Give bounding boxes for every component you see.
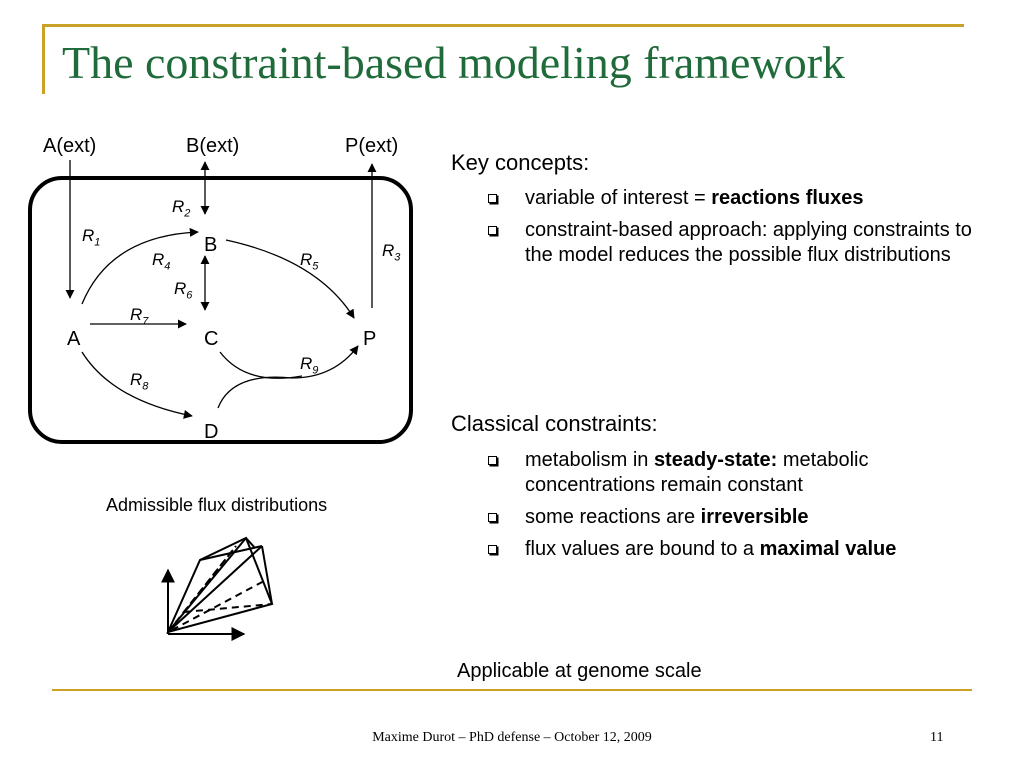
node-p-ext: P(ext) bbox=[345, 135, 399, 157]
footer-rule bbox=[52, 689, 972, 691]
page-number: 11 bbox=[930, 730, 944, 745]
reaction-label-r1: R1 bbox=[82, 226, 101, 249]
bullet-icon bbox=[488, 545, 497, 554]
classical-constraints-list: metabolism in steady-state: metabolic co… bbox=[488, 448, 978, 569]
reaction-label-r2: R2 bbox=[172, 197, 191, 220]
edge-r9-d bbox=[217, 345, 359, 409]
node-b-ext: B(ext) bbox=[186, 135, 240, 157]
bullet-icon bbox=[488, 194, 497, 203]
key-concepts-list: variable of interest = reactions fluxes … bbox=[488, 186, 978, 275]
bullet-icon bbox=[488, 513, 497, 522]
cell-boundary bbox=[28, 176, 413, 444]
classical-constraints-heading: Classical constraints: bbox=[451, 411, 658, 436]
list-item: variable of interest = reactions fluxes bbox=[488, 186, 978, 211]
reaction-label-r3: R3 bbox=[382, 241, 401, 264]
edge-r8 bbox=[81, 351, 193, 419]
footer-text: Maxime Durot – PhD defense – October 12,… bbox=[372, 730, 652, 745]
bullet-icon bbox=[488, 226, 497, 235]
reaction-label-r9: R9 bbox=[300, 354, 319, 377]
node-d: D bbox=[204, 421, 219, 443]
flux-cone bbox=[161, 536, 274, 641]
list-item: constraint-based approach: applying cons… bbox=[488, 218, 978, 268]
cone-caption: Admissible flux distributions bbox=[106, 495, 328, 515]
edge-r5 bbox=[225, 239, 355, 319]
bullet-icon bbox=[488, 456, 497, 465]
list-item: metabolism in steady-state: metabolic co… bbox=[488, 448, 978, 498]
title-rule-left bbox=[42, 24, 45, 94]
edge-r4 bbox=[81, 227, 199, 305]
list-item: flux values are bound to a maximal value bbox=[488, 537, 978, 562]
edge-r9-c bbox=[219, 351, 303, 379]
reaction-label-r5: R5 bbox=[300, 250, 319, 273]
slide-title: The constraint-based modeling framework bbox=[62, 37, 846, 88]
reaction-label-r7: R7 bbox=[130, 305, 149, 328]
node-a-ext: A(ext) bbox=[43, 135, 97, 157]
key-concepts-heading: Key concepts: bbox=[451, 150, 590, 175]
node-a: A bbox=[67, 328, 81, 350]
node-c: C bbox=[204, 328, 219, 350]
node-b: B bbox=[204, 234, 218, 256]
reaction-label-r8: R8 bbox=[130, 370, 149, 393]
reaction-label-r4: R4 bbox=[152, 250, 171, 273]
list-item: some reactions are irreversible bbox=[488, 505, 978, 530]
reaction-label-r6: R6 bbox=[174, 279, 193, 302]
title-rule-top bbox=[42, 24, 964, 27]
closing-note: Applicable at genome scale bbox=[457, 660, 702, 682]
node-p: P bbox=[363, 328, 377, 350]
